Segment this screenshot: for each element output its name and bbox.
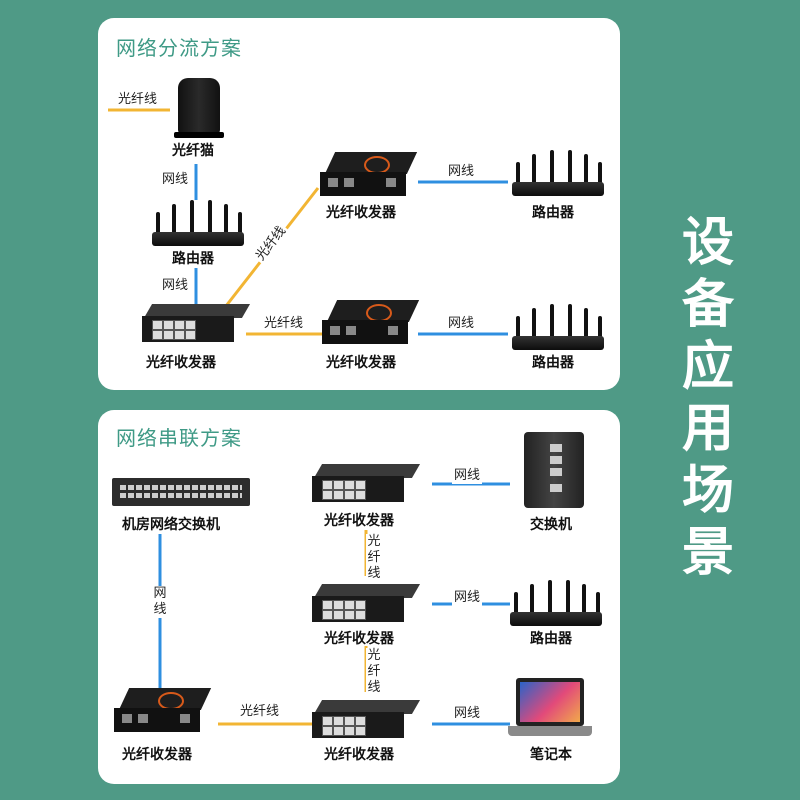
switch-label: 交换机 xyxy=(530,517,572,533)
fiber-2-3-label: 光纤线 xyxy=(366,648,382,696)
optical-modem-icon xyxy=(174,78,224,138)
industrial-switch-icon xyxy=(524,432,584,508)
side-title: 设备应用场景 xyxy=(668,212,748,584)
converter-1-label: 光纤收发器 xyxy=(324,513,394,529)
cascade-router-label: 路由器 xyxy=(530,631,572,647)
converter-left-label: 光纤收发器 xyxy=(122,747,192,763)
router-converter-link-label: 网线 xyxy=(160,278,191,294)
bottom-fiber-label: 光纤线 xyxy=(238,704,282,720)
converter-2-label: 光纤收发器 xyxy=(324,631,394,647)
split-scheme-title: 网络分流方案 xyxy=(116,36,242,60)
router-label: 路由器 xyxy=(172,251,214,267)
core-switch-label: 机房网络交换机 xyxy=(122,517,220,533)
fiber-switch-2-icon xyxy=(312,584,421,622)
switch-vertical-link-label: 网线 xyxy=(152,586,168,618)
fiber-switch-converter-icon xyxy=(142,304,251,342)
fiber-in-label: 光纤线 xyxy=(116,92,160,108)
media-converter-left-icon xyxy=(114,688,212,732)
router-icon xyxy=(152,196,244,246)
fiber-switch-3-icon xyxy=(312,700,421,738)
modem-router-link-label: 网线 xyxy=(160,172,191,188)
converter-3-label: 光纤收发器 xyxy=(324,747,394,763)
core-switch-icon xyxy=(112,478,250,506)
router-top-icon xyxy=(512,146,604,196)
eth-router-label: 网线 xyxy=(452,590,483,606)
mid-fiber-label: 光纤线 xyxy=(262,316,306,332)
media-converter-bottom-icon xyxy=(322,300,420,344)
cascade-scheme-title: 网络串联方案 xyxy=(116,426,242,450)
side-title-text: 设备应用场景 xyxy=(681,213,734,583)
router-top-label: 路由器 xyxy=(532,205,574,221)
media-converter-top-icon xyxy=(320,152,418,196)
top-ethernet-label: 网线 xyxy=(446,164,477,180)
converter-bottom-label: 光纤收发器 xyxy=(326,355,396,371)
converter-top-label: 光纤收发器 xyxy=(326,205,396,221)
eth-switch-label: 网线 xyxy=(452,468,483,484)
laptop-icon xyxy=(508,678,592,740)
fiber-switch-1-icon xyxy=(312,464,421,502)
fiber-1-2-label: 光纤线 xyxy=(366,534,382,582)
optical-modem-label: 光纤猫 xyxy=(172,143,214,159)
bottom-ethernet-label: 网线 xyxy=(446,316,477,332)
laptop-label: 笔记本 xyxy=(530,747,572,763)
eth-laptop-label: 网线 xyxy=(452,706,483,722)
router-bottom-label: 路由器 xyxy=(532,355,574,371)
cascade-router-icon xyxy=(510,576,602,626)
converter-label: 光纤收发器 xyxy=(146,355,216,371)
router-bottom-icon xyxy=(512,300,604,350)
